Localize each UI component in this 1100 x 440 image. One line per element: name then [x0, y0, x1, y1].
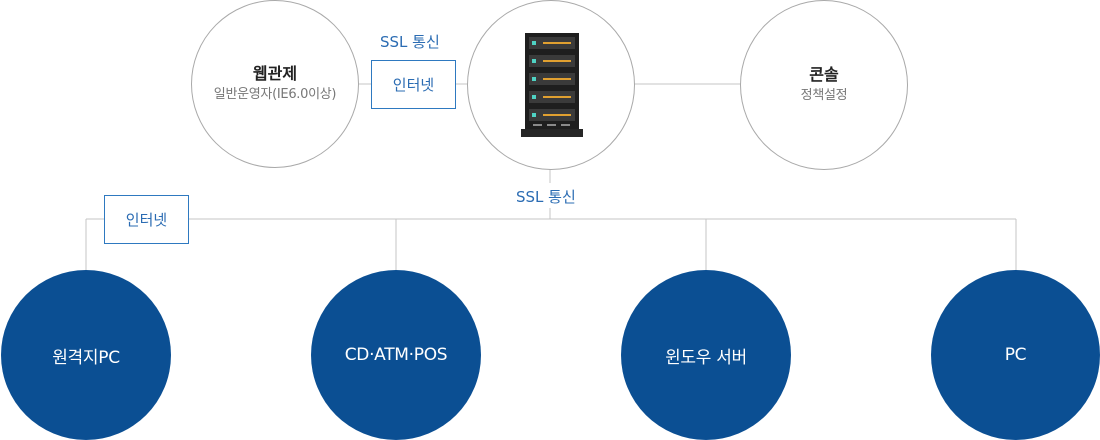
web-console-node: 웹관제 일반운영자(IE6.0이상) [191, 0, 359, 168]
console-title: 콘솔 [809, 65, 839, 84]
ssl-label-top: SSL 통신 [380, 33, 440, 51]
client-label: PC [1004, 345, 1027, 365]
web-console-title: 웹관제 [252, 64, 298, 83]
console-node: 콘솔 정책설정 [740, 0, 908, 170]
server-rack-icon [521, 33, 583, 137]
ssl-label-bottom: SSL 통신 [516, 188, 576, 206]
internet-box-bottom: 인터넷 [104, 195, 189, 244]
client-label: 원격지PC [52, 347, 120, 368]
client-node-cd-atm-pos: CD·ATM·POS [311, 270, 481, 440]
internet-box-top: 인터넷 [371, 60, 456, 109]
client-node-pc: PC [931, 270, 1100, 440]
client-label: CD·ATM·POS [344, 345, 448, 365]
console-subtitle: 정책설정 [800, 88, 848, 103]
client-node-windows-server: 윈도우 서버 [621, 270, 791, 440]
server-node [467, 0, 635, 170]
web-console-subtitle: 일반운영자(IE6.0이상) [213, 87, 337, 102]
client-node-remote-pc: 원격지PC [1, 270, 171, 440]
client-label: 윈도우 서버 [665, 347, 747, 368]
